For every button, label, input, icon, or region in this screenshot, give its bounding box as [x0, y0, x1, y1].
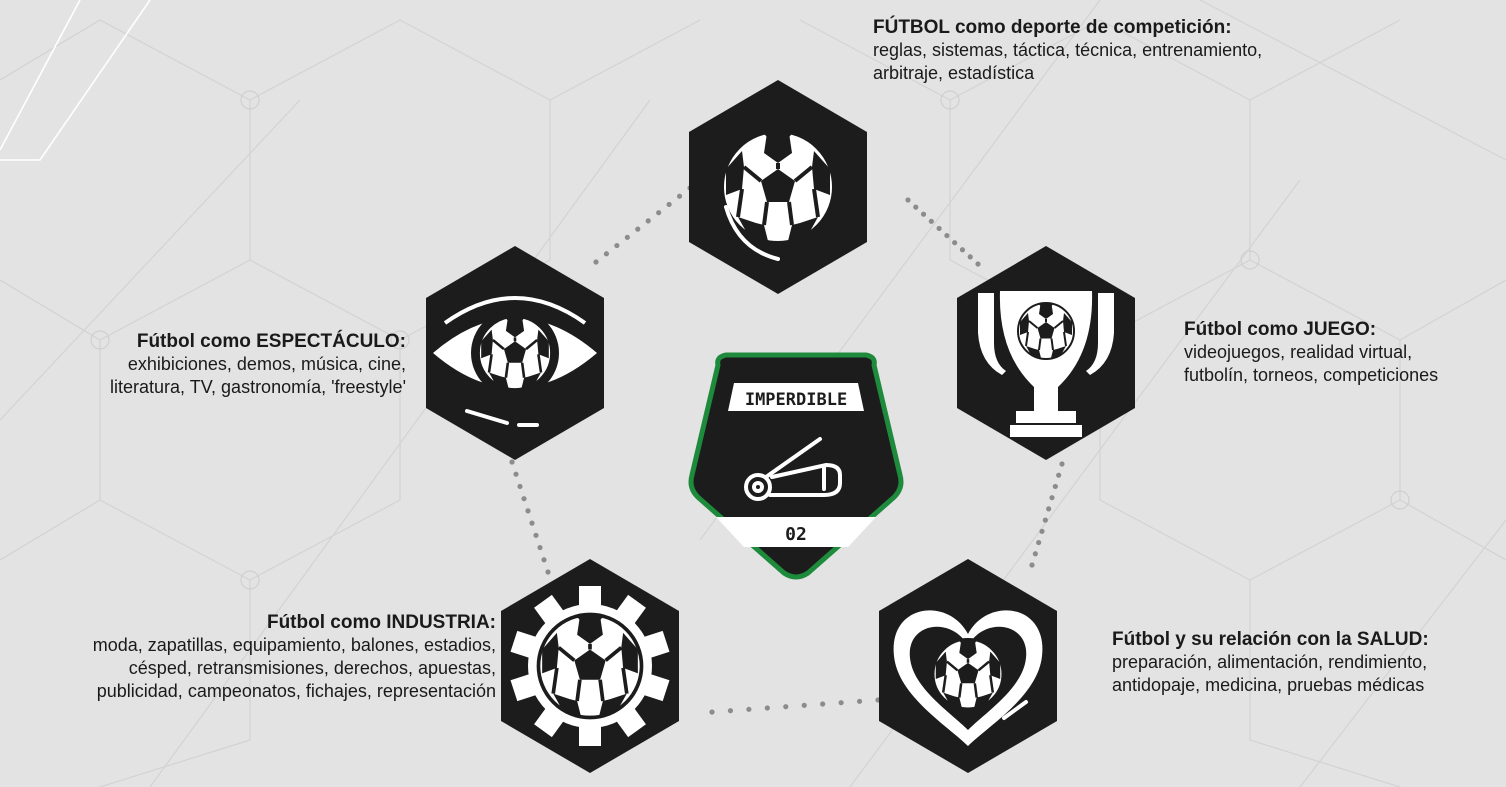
connector-dot	[1032, 551, 1038, 557]
gear-ball-icon	[510, 586, 670, 746]
connector-dot	[856, 698, 863, 704]
label-title: FÚTBOL como deporte de competición:	[873, 17, 1232, 38]
connector-dot	[764, 705, 770, 711]
connector-dot	[913, 204, 919, 210]
connector-dot	[783, 704, 789, 710]
connector-dot	[1049, 495, 1055, 501]
connector-dot	[541, 557, 547, 563]
connector-dot	[928, 218, 934, 224]
connector-dot	[801, 702, 807, 708]
safety-pin-icon	[744, 437, 842, 501]
label-desc-line: futbolín, torneos, competiciones	[1184, 365, 1439, 385]
connector-dot	[645, 218, 651, 224]
connector-dot	[509, 459, 515, 465]
connector-dot	[521, 496, 527, 502]
center-badge: IMPERDIBLE 02	[688, 352, 904, 580]
connector-dot	[959, 247, 966, 253]
connector-dot	[603, 251, 610, 257]
connector-dot	[1059, 461, 1065, 467]
soccer-ball-icon	[720, 129, 836, 245]
connector-dots	[509, 185, 1065, 715]
label-desc-line: preparación, alimentación, rendimiento,	[1112, 652, 1428, 672]
connector-dot	[709, 709, 715, 715]
connector-dot	[820, 701, 826, 707]
connector-dot	[635, 226, 641, 232]
node-espectaculo	[426, 246, 604, 460]
connector-dot	[1039, 528, 1045, 534]
connector-dot	[1036, 539, 1042, 546]
connector-dot	[545, 569, 551, 575]
label-title: Fútbol como INDUSTRIA:	[266, 612, 496, 633]
connector-dot	[952, 240, 958, 246]
connector-dot	[920, 211, 927, 217]
connector-dot	[676, 193, 683, 199]
label-industria: Fútbol como INDUSTRIA: moda, zapatillas,…	[93, 611, 496, 703]
connector-dot	[1029, 562, 1035, 568]
node-salud	[879, 559, 1057, 773]
label-salud: Fútbol y su relación con la SALUD: prepa…	[1112, 628, 1429, 697]
connector-dot	[1046, 506, 1052, 512]
label-desc-line: arbitraje, estadística	[873, 63, 1035, 83]
node-competicion	[689, 80, 867, 294]
label-desc-line: moda, zapatillas, equipamiento, balones,…	[92, 635, 496, 655]
label-desc-line: videojuegos, realidad virtual,	[1184, 342, 1413, 362]
label-espectaculo: Fútbol como ESPECTÁCULO: exhibiciones, d…	[110, 330, 406, 399]
connector-dot	[944, 232, 950, 239]
connector-dot	[624, 234, 630, 240]
heart-ball-icon	[893, 610, 1043, 746]
connector-dot	[529, 520, 535, 526]
badge-number: 02	[785, 524, 807, 545]
label-title: Fútbol como ESPECTÁCULO:	[136, 331, 406, 352]
connector-dot	[1052, 483, 1058, 490]
label-juego: Fútbol como JUEGO: videojuegos, realidad…	[1184, 318, 1438, 387]
label-desc-line: antidopaje, medicina, pruebas médicas	[1112, 675, 1425, 695]
connector-dot	[666, 201, 672, 208]
label-desc-line: literatura, TV, gastronomía, 'freestyle'	[109, 377, 406, 397]
trophy-icon	[978, 291, 1114, 437]
label-desc-line: publicidad, campeonatos, fichajes, repre…	[96, 681, 496, 701]
label-desc-line: reglas, sistemas, táctica, técnica, entr…	[873, 40, 1263, 60]
label-title: Fútbol y su relación con la SALUD:	[1112, 629, 1429, 650]
connector-dot	[537, 544, 543, 551]
connector-dot	[838, 700, 844, 706]
connector-dot	[905, 197, 911, 203]
connector-dot	[1056, 472, 1062, 478]
connector-dot	[656, 210, 662, 216]
connector-dot	[517, 483, 523, 490]
eye-ball-icon	[433, 296, 597, 427]
connector-dot	[614, 242, 620, 249]
badge-title: IMPERDIBLE	[745, 390, 847, 410]
label-desc-line: exhibiciones, demos, música, cine,	[127, 354, 406, 374]
connector-dot	[525, 508, 531, 514]
node-juego	[957, 246, 1135, 460]
connector-dot	[746, 706, 752, 712]
connector-dot	[593, 259, 599, 265]
connector-dot	[513, 471, 519, 477]
label-competicion: FÚTBOL como deporte de competición: regl…	[873, 16, 1262, 85]
label-desc-line: césped, retransmisiones, derechos, apues…	[128, 658, 496, 678]
connector-dot	[1042, 517, 1048, 523]
connector-dot	[936, 225, 942, 232]
connector-dot	[533, 532, 539, 538]
label-title: Fútbol como JUEGO:	[1184, 319, 1377, 340]
connector-dot	[727, 708, 734, 714]
connector-dot	[967, 254, 973, 260]
node-industria	[501, 559, 679, 773]
connector-dot	[975, 261, 981, 267]
